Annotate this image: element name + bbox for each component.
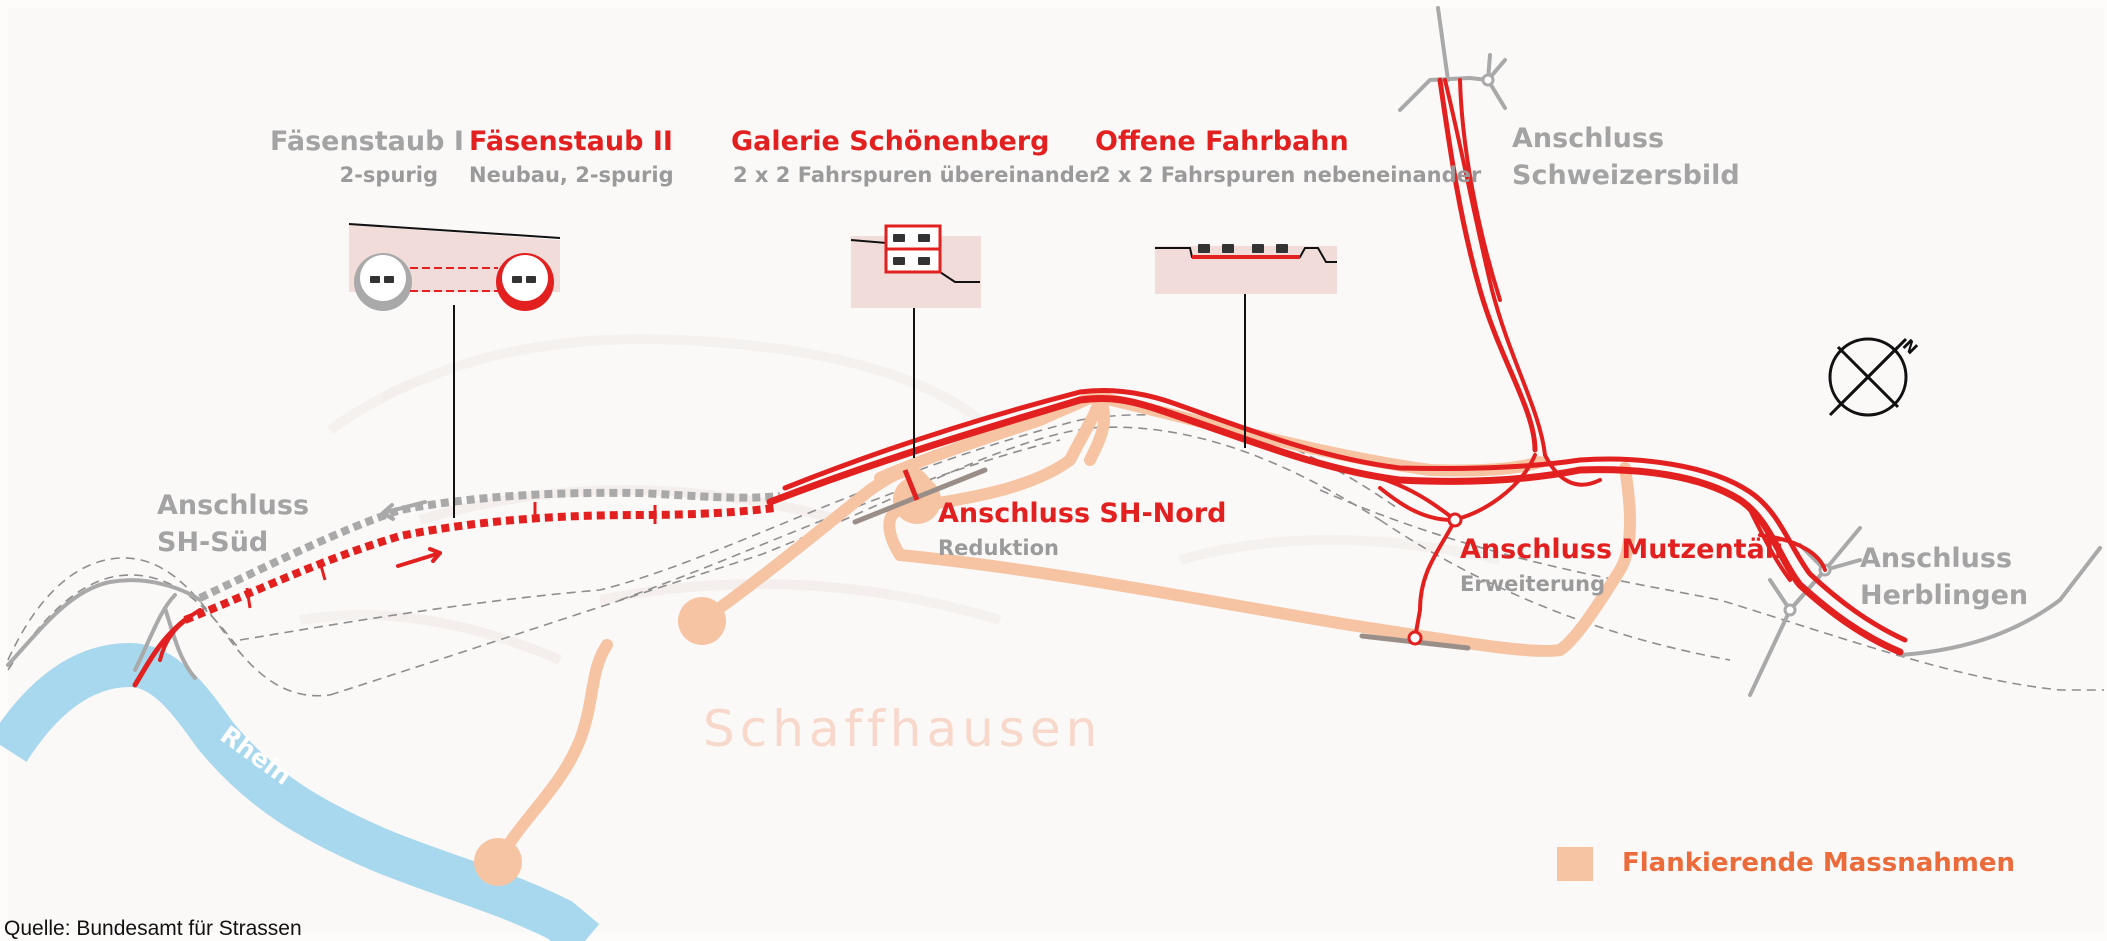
- junction-sh-nord-title: Anschluss SH-Nord: [938, 498, 1227, 529]
- railway-lines: [7, 414, 2104, 697]
- junction-sh-nord-subtitle: Reduktion: [938, 536, 1059, 560]
- city-texture: [299, 334, 1502, 665]
- junction-schweizersbild-line2: Schweizersbild: [1512, 160, 1740, 191]
- faesenstaub1-title: Fäsenstaub I: [270, 126, 464, 157]
- junction-schweizersbild-line1: Anschluss: [1512, 123, 1665, 154]
- gray-roads: [6, 6, 2102, 697]
- faesenstaub2-subtitle: Neubau, 2-spurig: [469, 163, 674, 187]
- faesenstaub2-title: Fäsenstaub II: [469, 126, 673, 157]
- tunnel-marks: [245, 502, 657, 609]
- cross-section-galerie: [850, 224, 981, 308]
- car-icon: [1198, 244, 1288, 253]
- faesenstaub2-tube: [183, 504, 776, 624]
- legend-label: Flankierende Massnahmen: [1622, 848, 2015, 878]
- car-icon: [370, 276, 536, 283]
- legend-swatch: [1557, 847, 1593, 881]
- galerie-title: Galerie Schönenberg: [731, 126, 1050, 157]
- junction-herblingen-line1: Anschluss: [1860, 543, 2013, 574]
- flanking-node-river: [474, 838, 522, 886]
- junction-mutzentaeli-title: Anschluss Mutzentäli: [1460, 534, 1784, 565]
- source-note: Quelle: Bundesamt für Strassen: [4, 917, 302, 940]
- arrow-right-icon: [396, 547, 442, 568]
- rhein-river: [0, 642, 600, 941]
- offene-subtitle: 2 x 2 Fahrspuren nebeneinander: [1096, 163, 1482, 187]
- junction-mutzentaeli-subtitle: Erweiterung: [1460, 572, 1606, 596]
- faesenstaub1-subtitle: 2-spurig: [339, 163, 438, 187]
- compass-icon: [1828, 337, 1908, 417]
- cross-section-offene: [1155, 244, 1337, 294]
- city-label: Schaffhausen: [703, 700, 1103, 758]
- direction-arrows: [381, 500, 442, 568]
- galerie-subtitle: 2 x 2 Fahrspuren übereinander: [733, 163, 1100, 187]
- arrow-left-icon: [381, 500, 427, 521]
- junction-nodes: [1407, 512, 1463, 646]
- junction-sh-sued-line2: SH-Süd: [157, 527, 269, 558]
- flanking-node-city: [678, 597, 726, 645]
- car-icon: [893, 234, 930, 265]
- cross-section-faesenstaub: [348, 223, 561, 311]
- offene-title: Offene Fahrbahn: [1095, 126, 1349, 157]
- red-highway: [132, 77, 1908, 688]
- junction-herblingen-line2: Herblingen: [1860, 580, 2029, 611]
- junction-sh-sued-line1: Anschluss: [157, 490, 310, 521]
- faesenstaub1-tube: [198, 488, 781, 602]
- leader-lines: [453, 272, 1246, 518]
- sh-nord-reduced-ramp: [902, 469, 920, 501]
